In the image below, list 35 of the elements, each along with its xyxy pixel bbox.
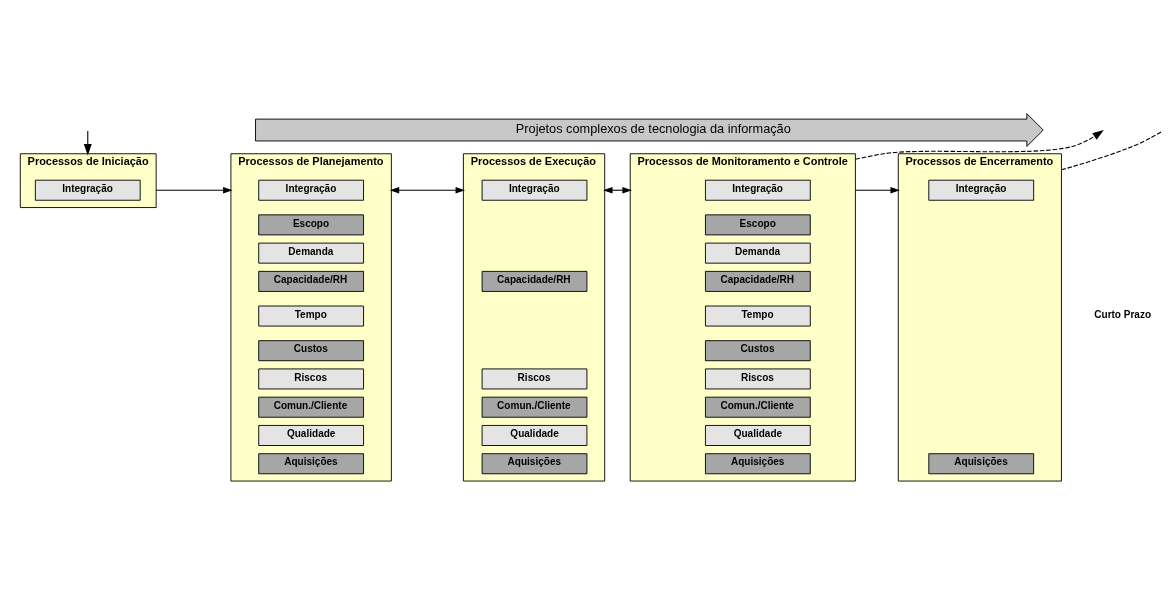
- connector: [1060, 129, 1164, 170]
- node-box: Integração: [928, 179, 1035, 201]
- arrow: [854, 186, 900, 194]
- node-box: Capacidade/RH: [481, 270, 588, 292]
- node-box: Comun./Cliente: [481, 396, 588, 418]
- node-box: Comun./Cliente: [258, 396, 364, 418]
- node-box: Capacidade/RH: [705, 270, 811, 292]
- node-box: Riscos: [258, 367, 364, 389]
- node-box: Integração: [34, 179, 141, 201]
- arrow: [155, 186, 233, 194]
- node-box: Qualidade: [705, 424, 811, 446]
- node-box: Integração: [705, 179, 811, 201]
- node-box: Comun./Cliente: [705, 396, 811, 418]
- node-box: Escopo: [258, 213, 364, 235]
- node-box: Custos: [258, 339, 364, 361]
- label: Curto Prazo: [1094, 308, 1152, 320]
- node-box: Aquisições: [705, 452, 811, 474]
- node-box: Integração: [481, 179, 588, 201]
- node-box: Aquisições: [258, 452, 364, 474]
- node-box: Integração: [258, 179, 364, 201]
- node-box: Riscos: [705, 367, 811, 389]
- node-box: Riscos: [481, 367, 588, 389]
- node-box: Aquisições: [928, 452, 1035, 474]
- node-box: Qualidade: [258, 424, 364, 446]
- node-box: Tempo: [258, 305, 364, 327]
- node-box: Aquisições: [481, 452, 588, 474]
- arrow: [389, 186, 466, 194]
- node-box: Demanda: [258, 242, 364, 264]
- node-box: Tempo: [705, 305, 811, 327]
- node-box: Qualidade: [481, 424, 588, 446]
- node-box: Custos: [705, 339, 811, 361]
- arrow: [854, 129, 1104, 160]
- node-box: Demanda: [705, 242, 811, 264]
- node-box: Escopo: [705, 213, 811, 235]
- node-box: Capacidade/RH: [258, 270, 364, 292]
